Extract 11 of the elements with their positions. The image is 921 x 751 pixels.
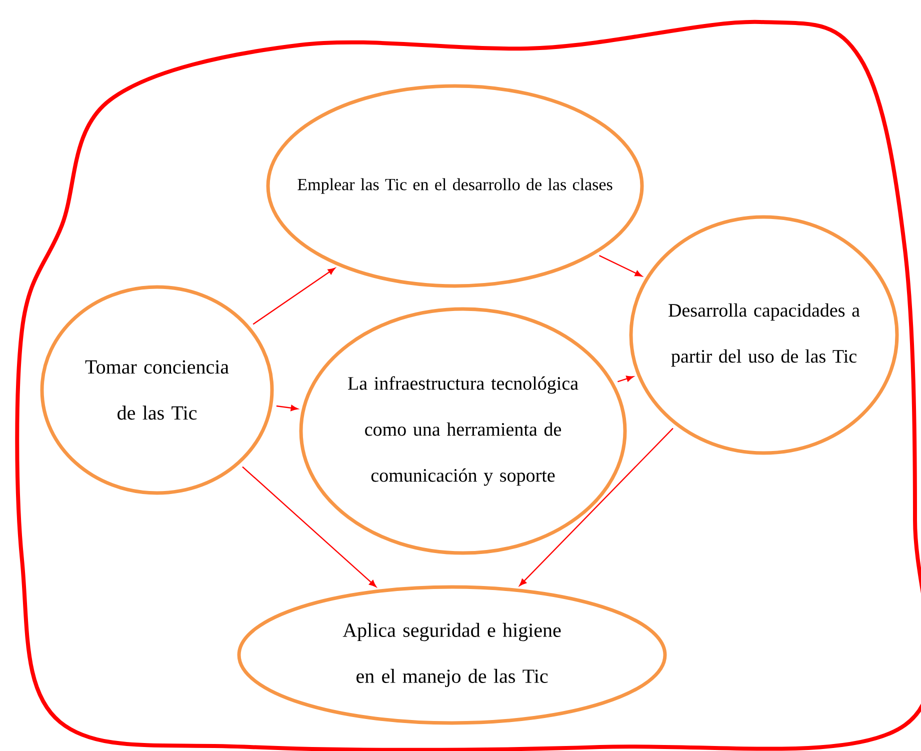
ellipse-node: Tomar conciencia de las Tic bbox=[40, 285, 274, 495]
arrow bbox=[252, 268, 336, 325]
arrow bbox=[618, 376, 634, 382]
arrow bbox=[242, 466, 376, 588]
ellipse-node: Aplica seguridad e higiene en el manejo de las Tic bbox=[237, 585, 667, 725]
ellipse-node: La infraestructura tecnológica como una herramienta de comunicación y soporte bbox=[299, 307, 627, 555]
arrow bbox=[276, 405, 298, 412]
arrow bbox=[599, 255, 642, 277]
ellipse-node: Emplear las Tic en el desarrollo de las clases bbox=[266, 84, 644, 288]
ellipse-node: Desarrolla capacidades a partir del uso de las Tic bbox=[629, 215, 899, 455]
arrow bbox=[519, 428, 674, 586]
